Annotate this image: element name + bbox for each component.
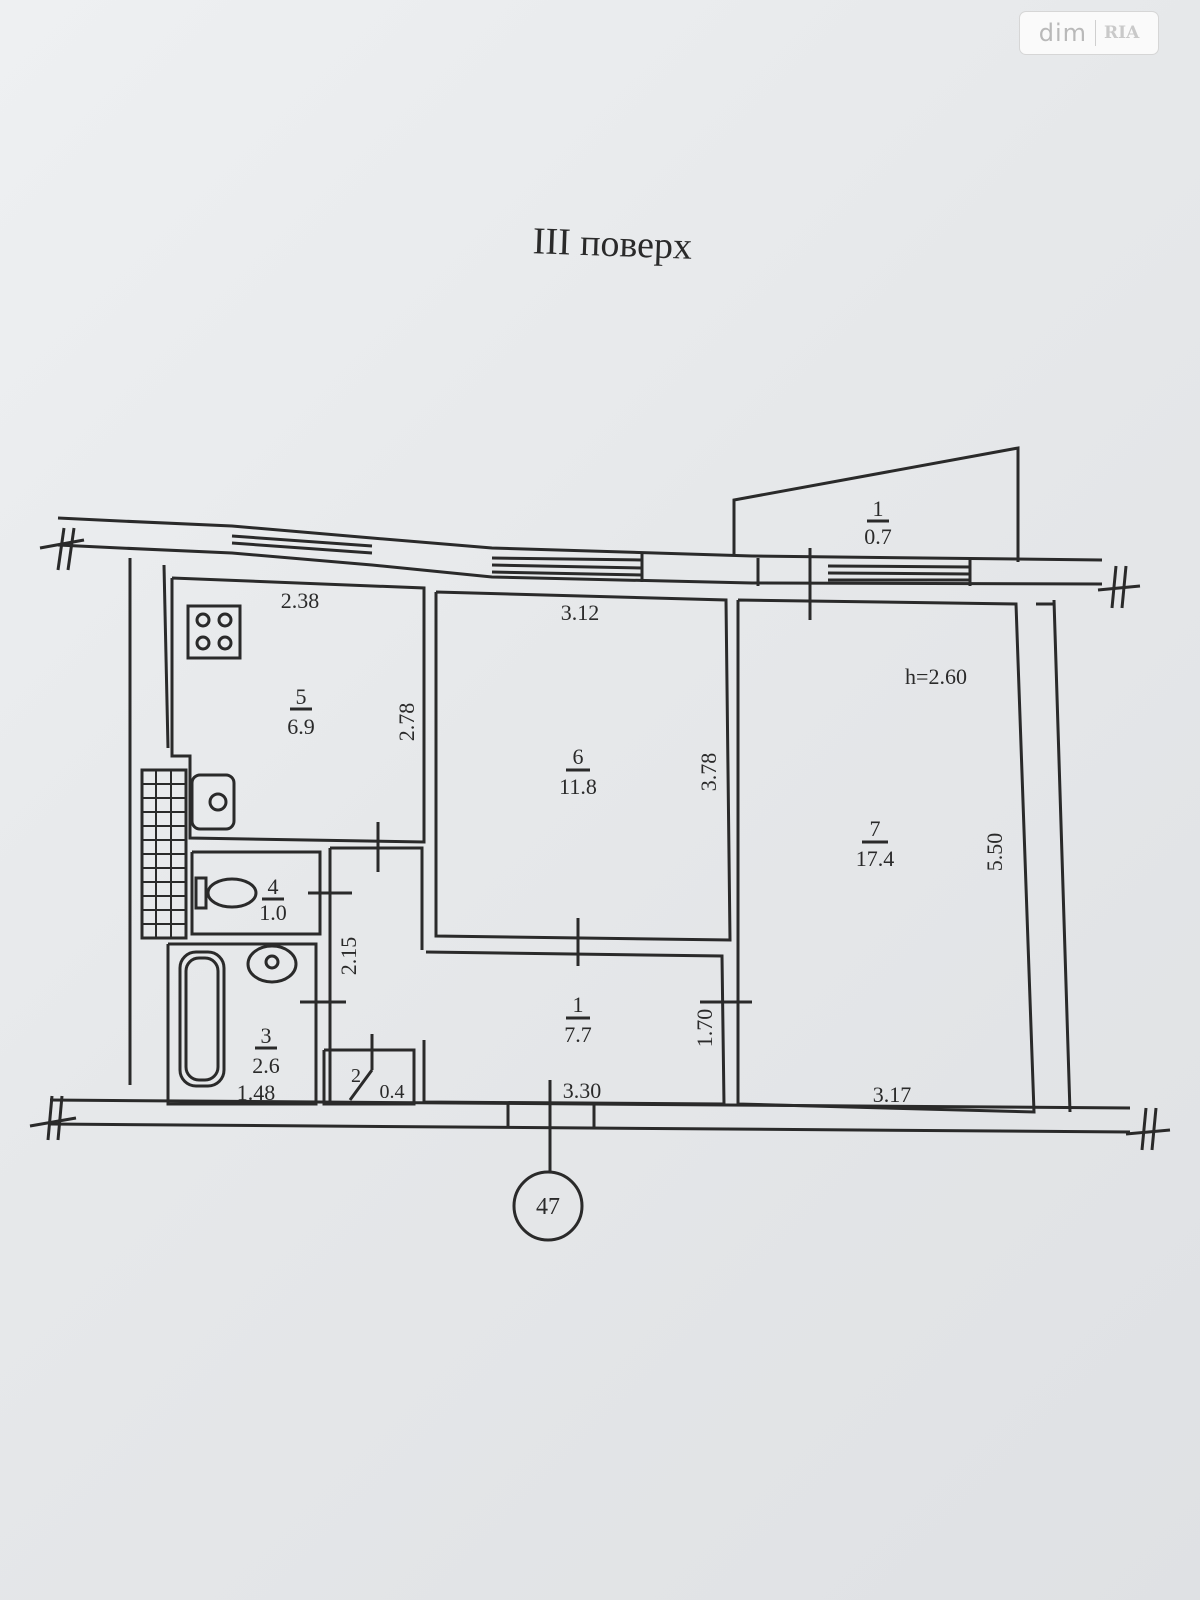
room-4-area: 1.0 — [259, 900, 287, 925]
kitchen-sink-icon — [190, 773, 236, 831]
balcony-outline — [732, 446, 1020, 562]
plan-linework — [29, 446, 1171, 1242]
wall-break-markers — [29, 527, 1171, 1151]
entrance-door — [506, 1080, 596, 1160]
stove-icon — [186, 604, 242, 660]
section-number: 47 — [536, 1194, 560, 1220]
room-4-number: 4 — [268, 874, 279, 899]
dim-room6-depth: 3.78 — [696, 753, 721, 792]
dim-room6-width: 3.12 — [561, 600, 600, 625]
dim-room7-width: 3.17 — [873, 1082, 912, 1107]
dim-hall-depth: 1.70 — [692, 1009, 717, 1048]
room-1-balcony-area: 0.7 — [864, 524, 892, 549]
kitchen-walls — [170, 576, 426, 844]
plan-labels: III поверх h=2.60 1 0.7 5 6.9 6 11.8 7 1… — [237, 220, 1007, 1220]
hall-number: 1 — [573, 992, 584, 1017]
room-6-number: 6 — [573, 744, 584, 769]
bathtub-icon — [178, 950, 226, 1088]
room-3-area: 2.6 — [252, 1053, 280, 1078]
bathroom-sink-icon — [246, 944, 298, 984]
corridor-walls — [330, 846, 424, 950]
window-room6 — [491, 552, 644, 582]
floor-title: III поверх — [532, 220, 693, 268]
dim-bath-width: 1.48 — [237, 1080, 276, 1105]
watermark-divider — [1095, 20, 1096, 46]
bathroom-walls — [166, 942, 318, 1106]
left-inner-wall — [162, 564, 170, 749]
dim-kitchen-depth: 2.78 — [394, 703, 419, 742]
section-marker-circle — [512, 1170, 584, 1242]
dim-kitchen-width: 2.38 — [281, 588, 320, 613]
ceiling-height-label: h=2.60 — [905, 664, 967, 689]
room-3-number: 3 — [261, 1023, 272, 1048]
hall-area: 7.7 — [564, 1022, 592, 1047]
room6-walls — [434, 590, 732, 942]
window-kitchen — [231, 534, 373, 555]
room-2-area: 0.4 — [380, 1081, 405, 1103]
bottom-inner-wall — [49, 1122, 1131, 1134]
toilet-icon — [206, 877, 258, 909]
right-outer-wall — [1052, 599, 1072, 1113]
top-outer-wall — [57, 516, 1103, 562]
dim-room7-depth: 5.50 — [982, 833, 1007, 872]
room-1-balcony-number: 1 — [873, 496, 884, 521]
watermark-brand: dim — [1038, 19, 1087, 47]
room-5-area: 6.9 — [287, 714, 315, 739]
room-6-area: 11.8 — [559, 774, 597, 799]
dim-ria-watermark: dim RIA — [1020, 12, 1158, 54]
top-inner-wall — [57, 543, 1103, 586]
hall-walls — [422, 950, 726, 1106]
room7-walls — [736, 598, 1036, 1114]
dim-corridor-length: 2.15 — [336, 937, 361, 976]
closet-walls — [322, 1048, 416, 1106]
dim-hall-width: 3.30 — [563, 1078, 602, 1103]
toilet-walls — [190, 850, 322, 936]
room-7-area: 17.4 — [856, 846, 895, 871]
room-7-number: 7 — [870, 816, 881, 841]
window-room7 — [756, 558, 972, 586]
room-2-number: 2 — [351, 1065, 361, 1087]
watermark-sub: RIA — [1104, 23, 1140, 43]
room-5-number: 5 — [296, 684, 307, 709]
